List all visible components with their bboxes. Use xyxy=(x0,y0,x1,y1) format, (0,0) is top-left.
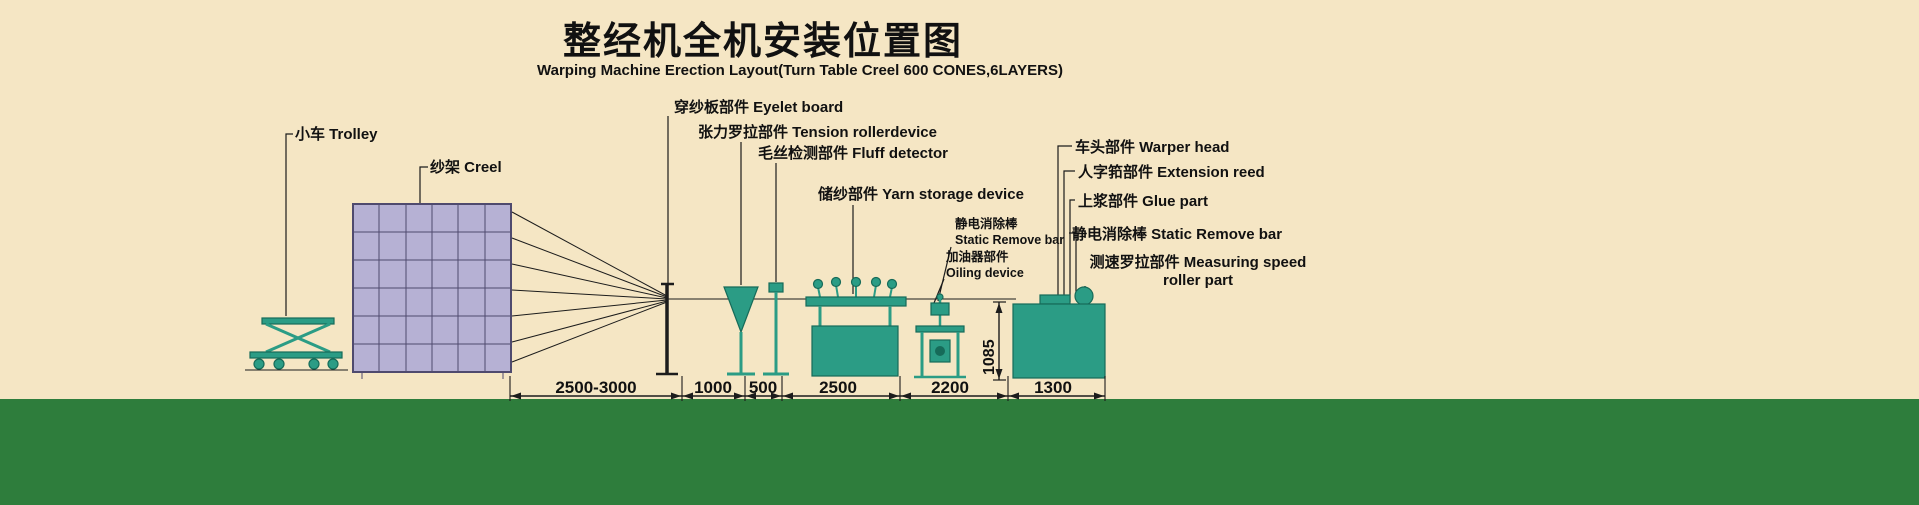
label-extension-reed: 人字筘部件 Extension reed xyxy=(1078,164,1265,181)
trolley-illustration xyxy=(245,317,348,371)
tension-roller-illustration xyxy=(723,286,759,376)
label-warper-head: 车头部件 Warper head xyxy=(1075,139,1230,156)
yarn-lines xyxy=(511,211,1016,363)
dimension-eyelet-to-tension: 1000 xyxy=(694,378,732,397)
label-yarn-storage: 储纱部件 Yarn storage device xyxy=(818,186,1024,203)
label-trolley: 小车 Trolley xyxy=(295,126,378,143)
label-measuring-speed-roller-line1: 测速罗拉部件 Measuring speed xyxy=(1089,254,1307,271)
label-static-remove-bar-left-zh: 静电消除棒 xyxy=(955,217,1018,231)
warper-head-illustration xyxy=(1012,286,1106,379)
page-subtitle: Warping Machine Erection Layout(Turn Tab… xyxy=(537,62,1063,79)
label-eyelet-board: 穿纱板部件 Eyelet board xyxy=(674,99,844,116)
bottom-green-bar xyxy=(0,399,1919,505)
oiling-device-illustration xyxy=(914,293,966,379)
label-oiling-device-zh: 加油器部件 xyxy=(946,250,1009,264)
label-oiling-device-en: Oiling device xyxy=(946,265,1024,280)
label-fluff-detector: 毛丝检测部件 Fluff detector xyxy=(758,145,948,162)
label-static-remove-bar-right: 静电消除棒 Static Remove bar xyxy=(1072,226,1283,243)
dimension-warper-head-width: 1300 xyxy=(1034,378,1072,397)
fluff-detector-illustration xyxy=(763,282,789,376)
label-oiling-device: 加油器部件 Oiling device xyxy=(946,250,1024,281)
vertical-dimension-line xyxy=(993,301,1006,381)
dimension-arrowheads xyxy=(511,392,1104,400)
label-measuring-speed-roller: 测速罗拉部件 Measuring speed roller part xyxy=(1088,254,1308,290)
dimension-storage-to-head: 2200 xyxy=(931,378,969,397)
label-glue-part: 上浆部件 Glue part xyxy=(1078,193,1209,210)
dimension-line xyxy=(509,376,1106,401)
page-title: 整经机全机安装位置图 xyxy=(563,21,964,63)
dimension-creel-to-eyelet: 2500-3000 xyxy=(555,378,637,397)
label-static-remove-bar-left: 静电消除棒 Static Remove bar xyxy=(955,217,1064,248)
dimension-height-1085: 1085 xyxy=(981,339,998,375)
label-static-remove-bar-left-en: Static Remove bar xyxy=(955,232,1065,247)
eyelet-board-illustration xyxy=(656,282,678,376)
label-creel: 纱架 Creel xyxy=(430,159,502,176)
label-tension-roller: 张力罗拉部件 Tension rollerdevice xyxy=(698,124,937,141)
creel-illustration xyxy=(352,203,512,379)
yarn-storage-illustration xyxy=(805,276,907,377)
dimension-fluff-to-storage: 2500 xyxy=(819,378,857,397)
dimension-tension-to-fluff: 500 xyxy=(748,378,778,397)
label-measuring-speed-roller-line2: roller part xyxy=(1162,272,1234,289)
